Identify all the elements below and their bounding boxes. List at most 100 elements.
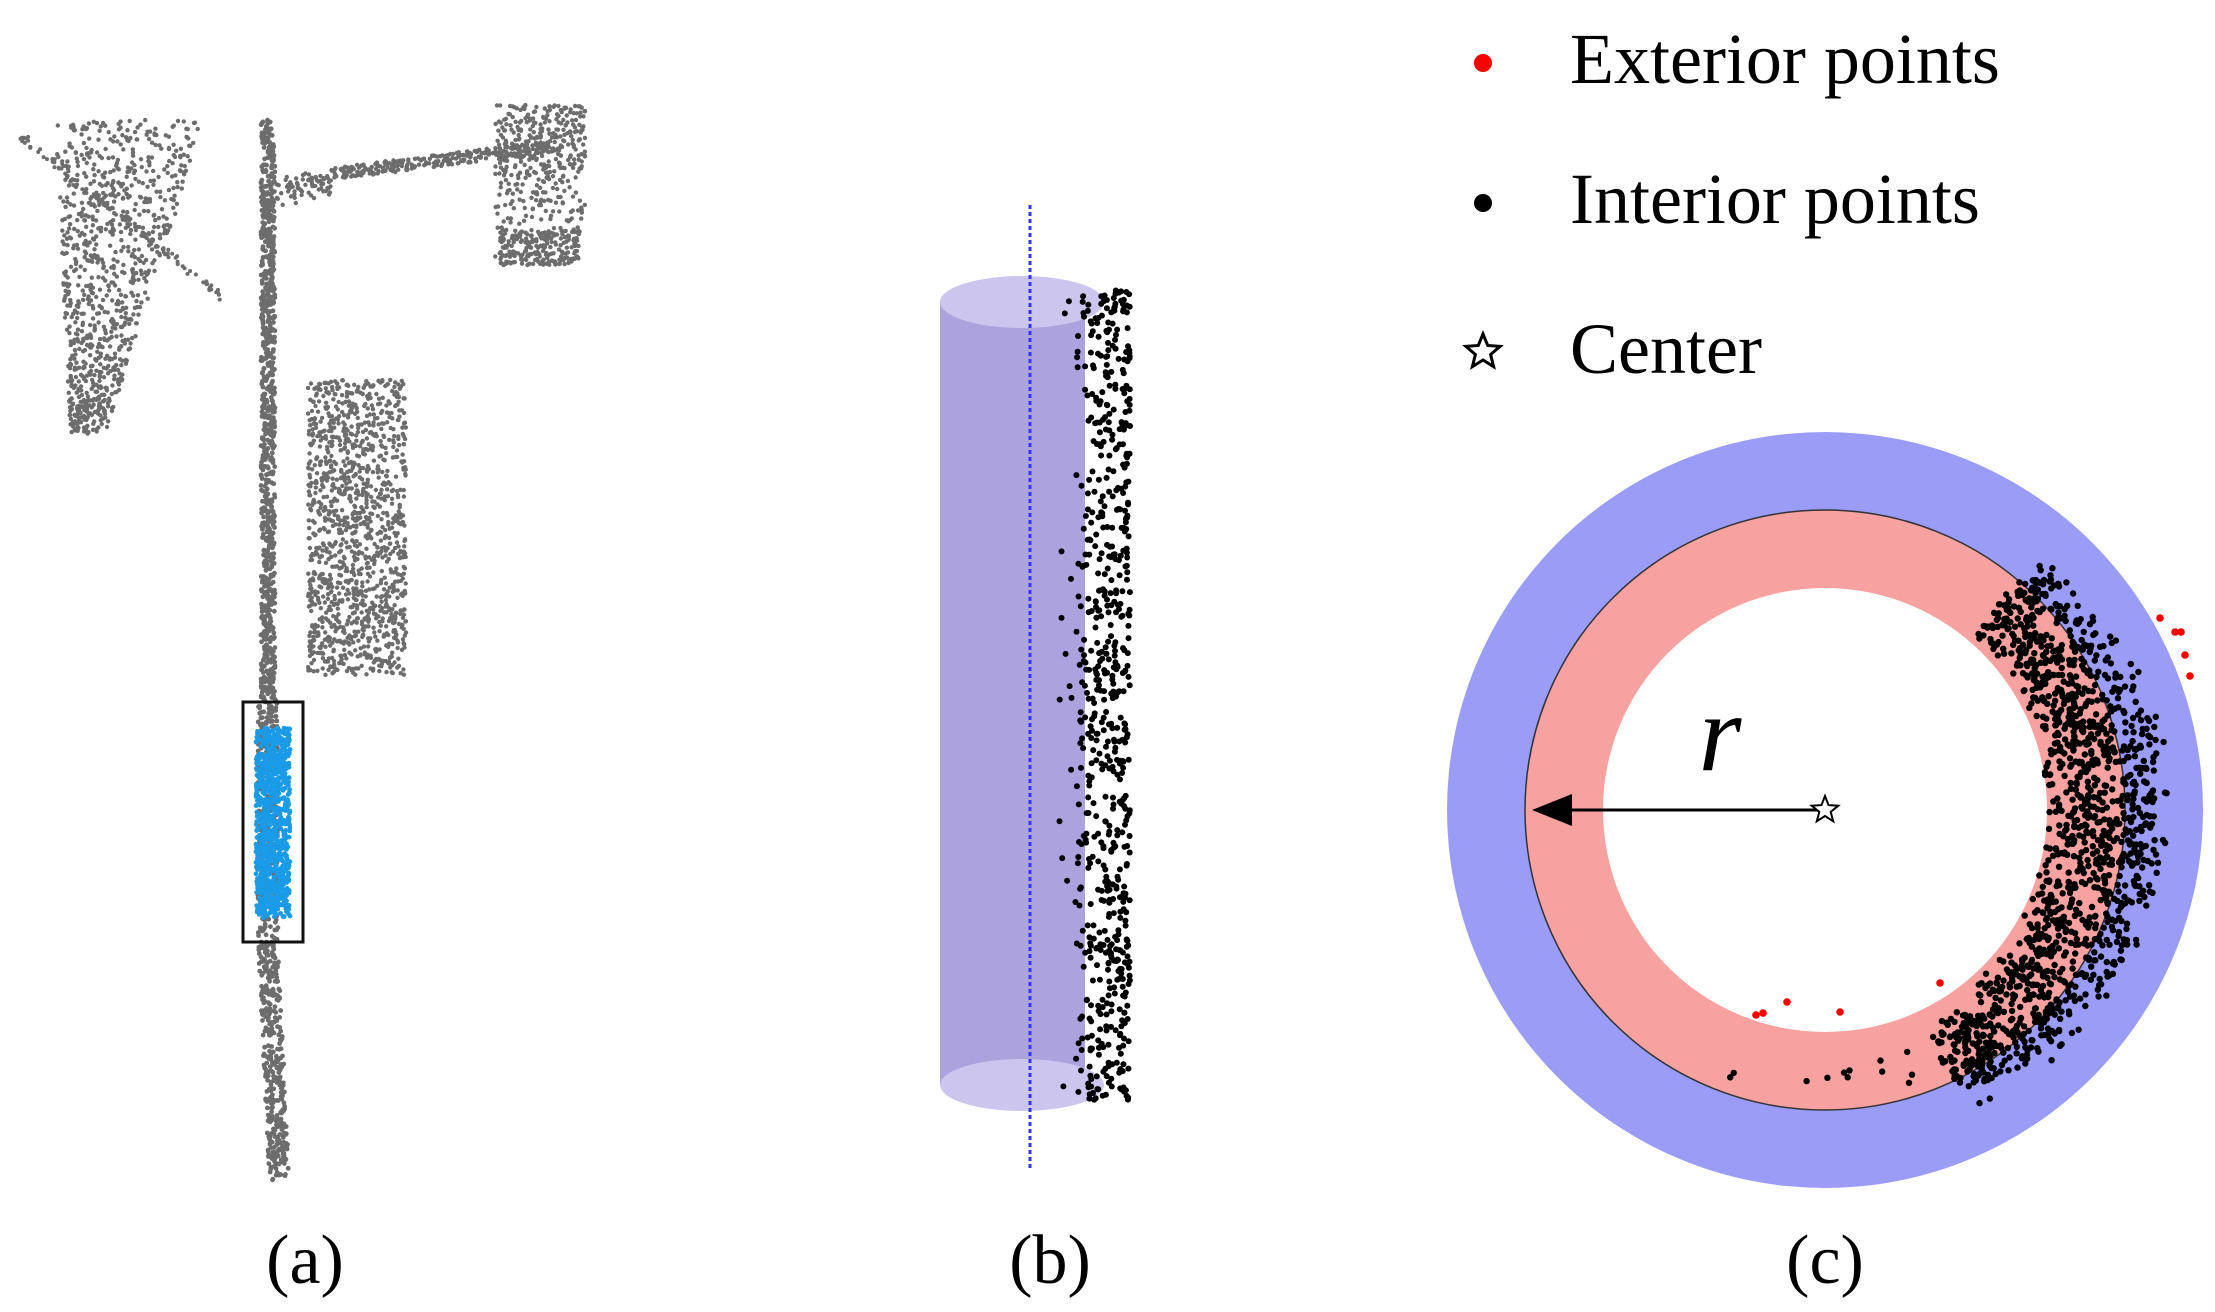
banner-point <box>137 258 143 264</box>
pole-point <box>265 515 271 520</box>
segment-point <box>286 775 292 781</box>
lamp-point <box>560 200 565 205</box>
lamp-point <box>538 122 543 127</box>
sign-point <box>384 624 389 629</box>
banner-point <box>79 210 84 215</box>
sign-point <box>382 535 387 541</box>
pole-point <box>261 145 267 150</box>
sign-point <box>331 434 337 440</box>
banner-point <box>45 157 49 162</box>
sign-point <box>345 587 350 593</box>
sign-point <box>367 391 372 397</box>
sign-point <box>360 580 365 585</box>
banner-point <box>103 182 109 188</box>
sign-point <box>307 418 312 423</box>
lamp-point <box>509 141 515 146</box>
banner-point <box>97 373 103 378</box>
banner-point <box>159 207 165 212</box>
sign-point <box>402 641 407 647</box>
sign-point <box>345 515 350 520</box>
pole-point <box>272 492 277 497</box>
sign-point <box>343 592 349 597</box>
banner-point <box>84 283 89 289</box>
pole-point <box>260 535 265 540</box>
pole-point <box>271 248 277 254</box>
lamp-point <box>512 146 517 151</box>
banner-point <box>82 249 88 254</box>
pole-point <box>277 1015 282 1020</box>
banner-point <box>94 234 99 239</box>
banner-point <box>71 191 77 196</box>
banner-point <box>76 304 81 309</box>
pole-point <box>268 924 273 929</box>
lamp-point <box>561 240 566 245</box>
sign-point <box>318 387 323 392</box>
lamp-point <box>497 192 502 197</box>
sign-point <box>346 412 351 417</box>
pole-point <box>272 962 277 968</box>
lamp-point <box>501 219 506 224</box>
arm-point <box>314 177 319 183</box>
banner-point <box>63 273 68 278</box>
sign-point <box>366 624 371 629</box>
lamp-point <box>541 167 546 172</box>
sign-point <box>312 520 317 525</box>
pole-point <box>281 1122 287 1127</box>
sign-point <box>368 395 373 401</box>
banner-point <box>94 294 99 300</box>
pole-point <box>280 1053 285 1059</box>
pole-point <box>265 1017 271 1023</box>
lamp-point <box>496 142 502 147</box>
pole-point <box>269 164 274 170</box>
banner-point <box>75 315 80 321</box>
sign-point <box>376 422 381 427</box>
banner-point <box>119 363 124 368</box>
lamp-point <box>553 200 559 205</box>
sign-point <box>401 396 406 401</box>
pole-point <box>266 718 272 723</box>
arm-point <box>290 184 295 189</box>
lamp-point <box>547 119 552 124</box>
banner-point <box>110 298 115 303</box>
lamp-point <box>517 120 522 125</box>
banner-point <box>191 140 196 146</box>
banner-point <box>116 127 122 132</box>
sign-point <box>327 577 333 582</box>
lamp-point <box>577 122 582 128</box>
banner-point <box>63 149 68 154</box>
pole-point <box>280 1080 286 1086</box>
banner-point <box>88 368 94 374</box>
banner-point <box>92 252 97 258</box>
pole-point <box>272 1144 277 1150</box>
arm-point <box>422 163 427 168</box>
lamp-point <box>576 169 581 174</box>
sign-point <box>375 513 381 519</box>
banner-point <box>146 155 151 160</box>
banner-point <box>62 233 67 238</box>
pole-point <box>270 254 276 260</box>
sign-point <box>333 461 339 466</box>
sign-point <box>342 478 347 483</box>
pole-point <box>268 351 274 357</box>
pole-point <box>260 578 265 584</box>
pole-point <box>269 364 274 369</box>
lamp-point <box>515 124 520 130</box>
banner-point <box>188 143 193 149</box>
sign-point <box>334 667 339 672</box>
lamp-point <box>537 185 543 190</box>
lamp-point <box>572 125 578 130</box>
pole-point <box>268 395 274 400</box>
sign-point <box>395 494 401 500</box>
sign-point <box>340 585 346 590</box>
sign-point <box>332 468 337 473</box>
pole-point <box>267 280 273 285</box>
lamp-point <box>560 174 566 179</box>
banner-point <box>69 429 74 435</box>
banner-point <box>110 232 115 237</box>
pole-point <box>269 1153 275 1158</box>
sign-point <box>393 474 399 479</box>
banner-point <box>90 236 96 241</box>
sign-point <box>364 436 370 441</box>
sign-point <box>327 517 332 522</box>
pole-point <box>267 440 273 446</box>
